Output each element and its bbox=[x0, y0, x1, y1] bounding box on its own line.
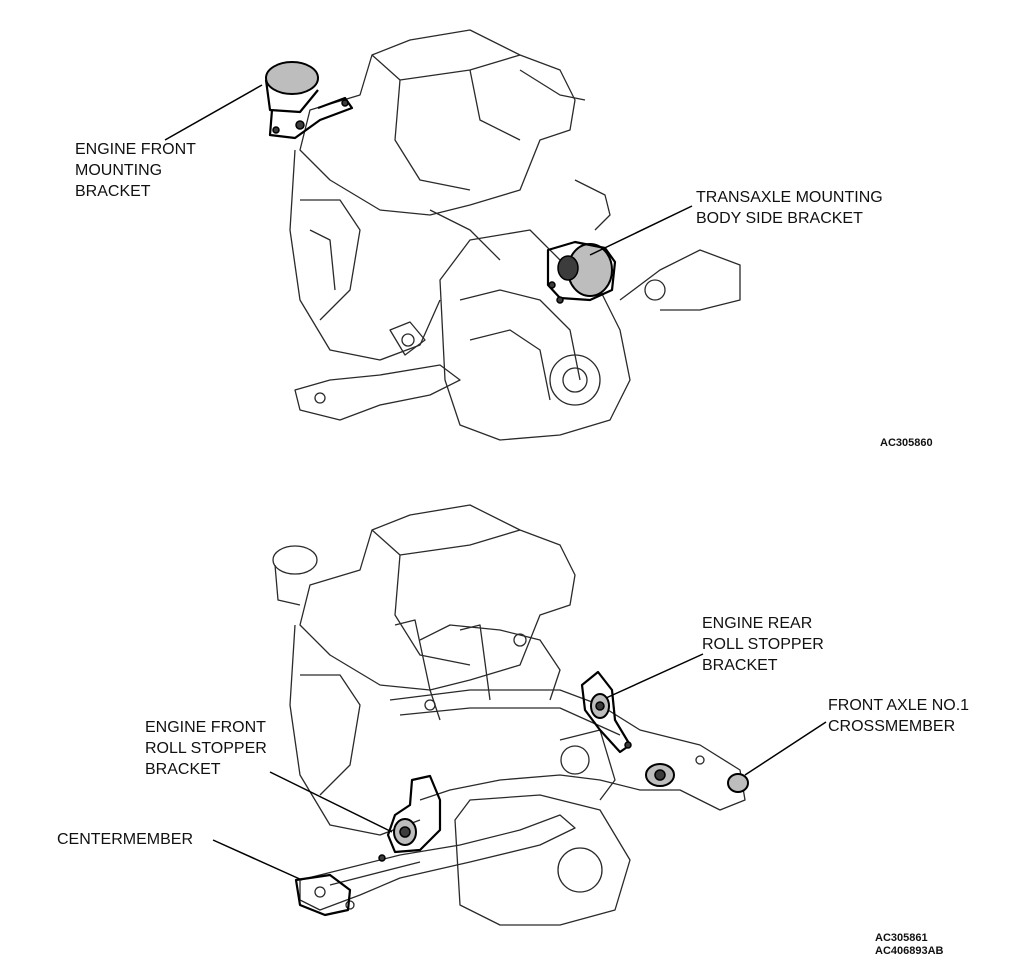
engine-rear-roll-stopper-bracket-part bbox=[580, 670, 632, 754]
label-line: BRACKET bbox=[145, 761, 221, 778]
label-line: BRACKET bbox=[75, 183, 151, 200]
label-line: CENTERMEMBER bbox=[57, 831, 194, 848]
transaxle-mounting-bracket-part bbox=[546, 240, 617, 304]
engine-assembly-top bbox=[289, 29, 741, 441]
label-line: FRONT AXLE NO.1 bbox=[828, 697, 970, 714]
label-engine-front-roll-stopper-bracket: ENGINE FRONT ROLL STOPPER BRACKET bbox=[145, 717, 267, 780]
label-line: CROSSMEMBER bbox=[828, 718, 956, 735]
label-line: TRANSAXLE MOUNTING bbox=[696, 189, 883, 206]
label-centermember: CENTERMEMBER bbox=[57, 829, 193, 850]
label-line: ROLL STOPPER bbox=[145, 740, 267, 757]
label-line: ENGINE FRONT bbox=[145, 719, 266, 736]
front-axle-crossmember-part bbox=[645, 763, 749, 793]
label-line: ENGINE FRONT bbox=[75, 141, 196, 158]
engine-front-roll-stopper-bracket-part bbox=[378, 774, 442, 862]
label-engine-rear-roll-stopper-bracket: ENGINE REAR ROLL STOPPER BRACKET bbox=[702, 613, 824, 676]
figure-code: AC406893AB bbox=[875, 945, 944, 957]
figure-code-top: AC305860 bbox=[880, 437, 933, 449]
label-line: ROLL STOPPER bbox=[702, 636, 824, 653]
figure-codes-bottom: AC305861 AC406893AB bbox=[875, 932, 943, 958]
label-line: ENGINE REAR bbox=[702, 615, 813, 632]
figure-code: AC305861 bbox=[875, 932, 928, 944]
label-line: BRACKET bbox=[702, 657, 778, 674]
engine-front-mounting-bracket-part bbox=[264, 61, 354, 140]
engine-assembly-bottom bbox=[272, 504, 747, 926]
label-line: BODY SIDE BRACKET bbox=[696, 210, 863, 227]
label-engine-front-mounting-bracket: ENGINE FRONT MOUNTING BRACKET bbox=[75, 139, 196, 202]
label-front-axle-no1-crossmember: FRONT AXLE NO.1 CROSSMEMBER bbox=[828, 695, 969, 737]
label-transaxle-mounting-body-side-bracket: TRANSAXLE MOUNTING BODY SIDE BRACKET bbox=[696, 187, 883, 229]
label-line: MOUNTING bbox=[75, 162, 163, 179]
centermember-part bbox=[294, 873, 352, 917]
